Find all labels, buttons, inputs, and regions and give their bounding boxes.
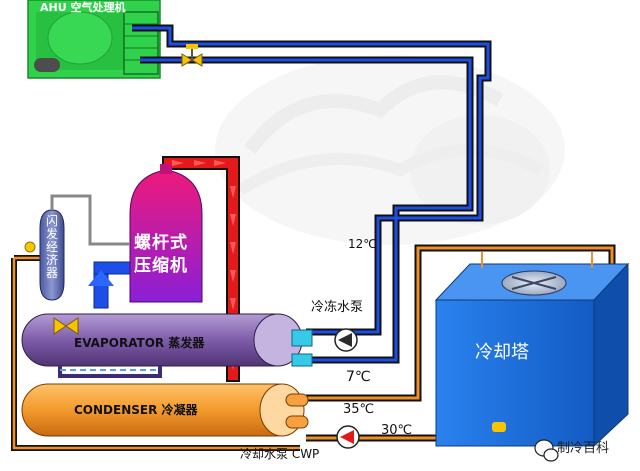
- chilled-water-loop: [132, 24, 492, 364]
- suction-line: [88, 261, 135, 309]
- flash-economizer-label: 闪发经济器: [45, 214, 58, 280]
- condenser-shell: [21, 383, 309, 437]
- compressor-label: 螺杆式压缩机: [134, 233, 188, 276]
- valve-icon: [53, 317, 79, 335]
- cooling-water-pump-icon: [336, 425, 360, 449]
- flash-economizer: [24, 194, 130, 301]
- cooling-tower-label: 冷却塔: [475, 342, 529, 363]
- temp-cooling-cold: 30℃: [381, 423, 413, 438]
- condenser-label: CONDENSER 冷凝器: [74, 403, 198, 417]
- cooling-water-pump-label: 冷却水泵 CWP: [240, 447, 320, 461]
- ahu-valve-icon: [181, 44, 203, 67]
- evaporator-shell: [21, 313, 313, 378]
- fan-icon: [511, 276, 557, 290]
- ahu-unit: [27, 0, 161, 79]
- temp-supply-chilled: 7℃: [346, 369, 371, 385]
- temp-cooling-hot: 35℃: [343, 402, 375, 417]
- chilled-water-pump-icon: [334, 328, 358, 352]
- chilled-water-pump-label: 冷冻水泵: [311, 300, 364, 315]
- cooling-tower: [434, 262, 630, 448]
- evaporator-label: EVAPORATOR 蒸发器: [74, 336, 205, 350]
- ahu-label: AHU 空气处理机: [40, 1, 126, 14]
- wechat-icon: [534, 439, 559, 462]
- brand-label: 制冷百科: [557, 441, 610, 456]
- cooling-spray: [481, 252, 593, 268]
- screw-compressor: [129, 164, 203, 303]
- temp-return-chilled: 12℃: [348, 237, 377, 251]
